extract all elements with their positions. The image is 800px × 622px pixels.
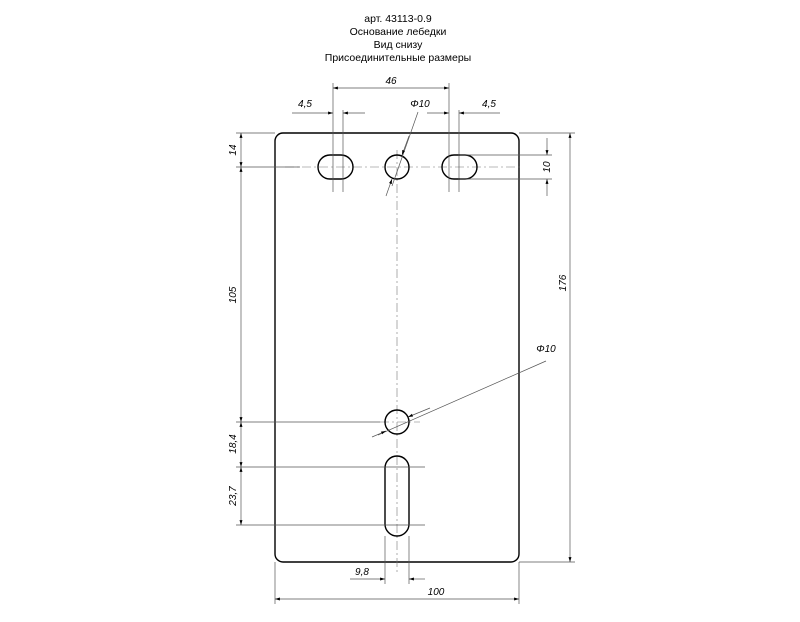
dim-slot-width-right: 4,5 — [482, 99, 496, 110]
leader-hole-top — [391, 111, 419, 187]
leader-hole-top-arrow-a — [401, 135, 410, 156]
dim-overall-height: 176 — [558, 274, 569, 291]
hole-bottom-center — [384, 409, 410, 435]
leader-hole-bottom — [377, 360, 547, 436]
view-name: Вид снизу — [374, 39, 424, 51]
slot-bottom-vertical — [384, 455, 410, 537]
dim-slot-width-left: 4,5 — [298, 99, 312, 110]
dim-overall-width: 100 — [428, 587, 445, 598]
dim-hole-to-hole: 105 — [228, 286, 239, 303]
dim-hole-to-slot: 18,4 — [228, 434, 239, 454]
dim-top-edge-offset: 14 — [228, 144, 239, 156]
leader-hole-top-arrow-b — [385, 178, 393, 197]
dim-slot-spacing: 46 — [385, 76, 397, 87]
dim-slot-length: 23,7 — [228, 486, 239, 507]
hole-top-center — [384, 154, 410, 180]
slot-top-left — [317, 154, 354, 180]
leader-hole-bottom-arrow-b — [371, 430, 387, 438]
part-name: Основание лебедки — [350, 26, 447, 38]
dim-slot-width-bottom: 9,8 — [355, 567, 369, 578]
dim-slot-height: 10 — [542, 161, 553, 173]
dim-hole-diameter-bottom: Φ10 — [536, 344, 556, 355]
dim-hole-diameter-top: Φ10 — [410, 99, 430, 110]
article-number: арт. 43113-0.9 — [364, 13, 432, 25]
slot-top-right — [441, 154, 478, 180]
leader-hole-bottom-arrow-a — [407, 407, 431, 418]
drawing-subtitle: Присоединительные размеры — [325, 52, 471, 64]
